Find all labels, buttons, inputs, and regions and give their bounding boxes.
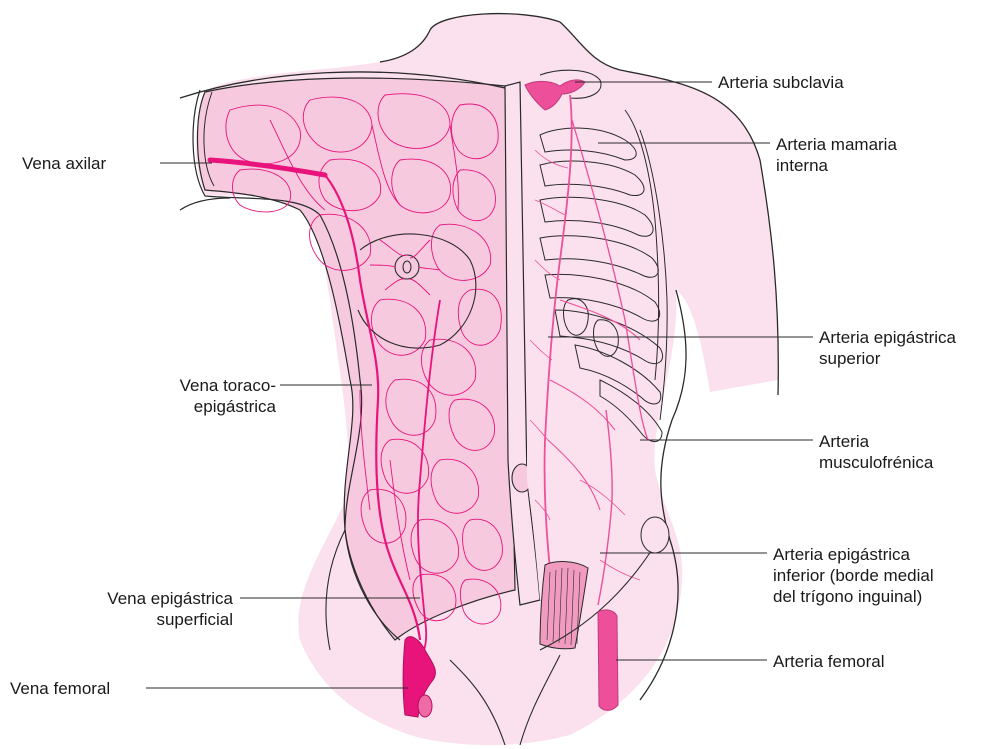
label-line: Vena epigástrica <box>50 588 233 609</box>
label-line: epigástrica <box>130 396 276 417</box>
label-arteria-mamaria-interna: Arteria mamaria interna <box>776 134 897 176</box>
label-line: inferior (borde medial <box>773 565 934 586</box>
label-arteria-subclavia: Arteria subclavia <box>718 72 844 93</box>
label-line: superior <box>819 348 956 369</box>
label-line: interna <box>776 155 897 176</box>
label-arteria-epigastrica-superior: Arteria epigástrica superior <box>819 327 956 369</box>
iliac-crest <box>641 517 669 553</box>
label-line: superficial <box>50 609 233 630</box>
label-vena-femoral: Vena femoral <box>10 678 110 699</box>
label-line: Vena toraco- <box>130 375 276 396</box>
label-vena-toracoepigastrica: Vena toraco- epigástrica <box>130 375 276 417</box>
label-arteria-musculofrenica: Arteria musculofrénica <box>819 431 933 473</box>
label-line: Arteria mamaria <box>776 134 897 155</box>
label-vena-axilar: Vena axilar <box>22 153 106 174</box>
label-line: del trígono inguinal) <box>773 586 934 607</box>
label-vena-epigastrica-superficial: Vena epigástrica superficial <box>50 588 233 630</box>
label-arteria-femoral: Arteria femoral <box>773 651 884 672</box>
label-line: Arteria epigástrica <box>819 327 956 348</box>
label-line: Arteria epigástrica <box>773 544 934 565</box>
arm-line <box>180 198 230 210</box>
femoral-vein-end <box>418 695 432 717</box>
femoral-artery <box>598 610 618 710</box>
label-line: musculofrénica <box>819 452 933 473</box>
label-line: Arteria <box>819 431 933 452</box>
label-arteria-epigastrica-inferior: Arteria epigástrica inferior (borde medi… <box>773 544 934 607</box>
